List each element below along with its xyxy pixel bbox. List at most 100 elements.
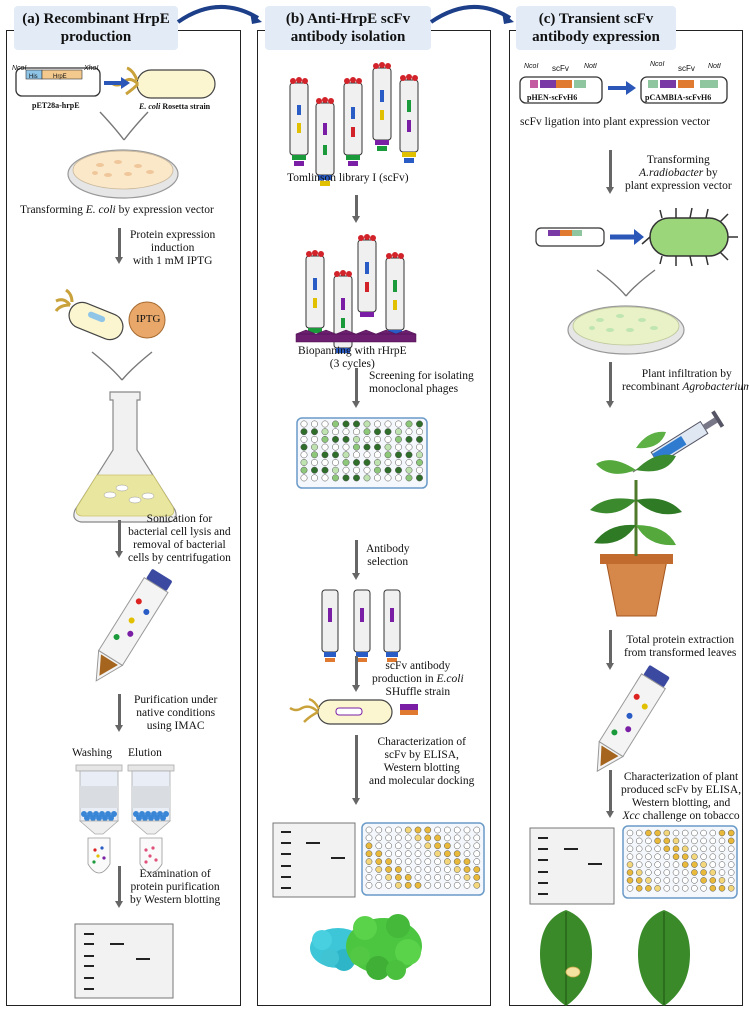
well (672, 869, 680, 876)
well (635, 845, 643, 853)
agrobacterium-cell (641, 207, 738, 267)
well (405, 474, 413, 482)
tobacco-leaf-right (638, 910, 690, 1006)
well (374, 420, 381, 428)
well (663, 877, 671, 884)
imac-column-elution (127, 764, 175, 874)
well (404, 850, 412, 858)
elution-label: Elution (128, 747, 162, 759)
hrpe-gene-block (41, 69, 83, 80)
well (663, 845, 671, 853)
well (424, 826, 432, 834)
well (691, 853, 698, 860)
well (404, 866, 412, 873)
well (473, 866, 481, 873)
site-nco-1: NcoI (524, 63, 539, 70)
arrow-b3 (352, 656, 360, 692)
well (321, 420, 329, 428)
well (342, 443, 350, 451)
panel-a-title-line2: production (60, 29, 132, 45)
well (444, 874, 451, 881)
well (384, 474, 392, 482)
well (681, 845, 689, 853)
well (416, 474, 423, 482)
well (365, 874, 373, 881)
elisa-wells-b (365, 826, 481, 889)
well (473, 842, 481, 850)
site-xhoi-a: XhoI (84, 65, 99, 72)
well (424, 874, 432, 881)
well (414, 842, 422, 850)
well (424, 881, 432, 889)
well (395, 834, 402, 842)
well (681, 877, 689, 884)
well (384, 428, 392, 436)
phage-biopanning (295, 234, 417, 353)
well (709, 845, 717, 853)
well (332, 466, 339, 474)
well (453, 874, 461, 881)
well (300, 435, 308, 443)
well (353, 451, 360, 459)
well (375, 834, 383, 842)
well (321, 443, 329, 451)
well (311, 459, 318, 466)
well (444, 858, 451, 865)
flask-culture (75, 474, 175, 517)
header-connectors (176, 5, 514, 24)
well (321, 451, 329, 459)
well (635, 877, 643, 884)
well (691, 837, 698, 845)
well (727, 869, 735, 876)
well (321, 459, 329, 466)
curved-arrow-a-b (176, 5, 260, 24)
western-blot-a (74, 923, 174, 999)
well (727, 845, 735, 853)
tobacco-plant (590, 431, 682, 617)
well (416, 451, 423, 459)
well (395, 881, 402, 889)
well (663, 869, 671, 876)
well (453, 858, 461, 865)
well (375, 874, 383, 881)
merge-curve-2 (91, 351, 153, 381)
well-plate-screening (296, 417, 428, 489)
well (424, 834, 432, 842)
well (395, 874, 402, 881)
well (709, 869, 717, 876)
well (434, 826, 441, 834)
well (374, 428, 381, 436)
well (463, 834, 471, 842)
well (626, 829, 634, 837)
arrowhead-b-c (502, 12, 514, 24)
phage-selected (321, 589, 401, 662)
well (374, 466, 381, 474)
well (654, 885, 661, 892)
well (416, 466, 423, 474)
well (385, 834, 392, 842)
arrow-c2 (606, 362, 614, 408)
centrifuge-tube-c (596, 665, 670, 773)
well (709, 829, 717, 837)
well (384, 451, 392, 459)
well (363, 420, 371, 428)
well (434, 834, 441, 842)
well (395, 850, 402, 858)
well (416, 443, 423, 451)
well (342, 435, 350, 443)
well (434, 842, 441, 850)
panel-c-title-line1: (c) Transient scFv (538, 11, 654, 27)
panel-b-title-line1: (b) Anti-HrpE scFv (285, 11, 411, 27)
well (385, 874, 392, 881)
iptg-circle (128, 301, 166, 339)
elisa-wells-c (626, 829, 735, 892)
well (414, 866, 422, 873)
well (718, 861, 726, 868)
well (700, 837, 707, 845)
well (385, 866, 392, 873)
well (453, 834, 461, 842)
